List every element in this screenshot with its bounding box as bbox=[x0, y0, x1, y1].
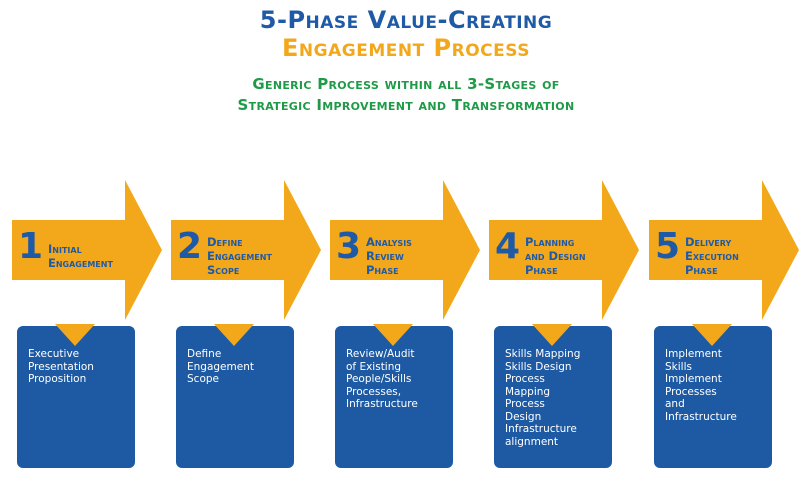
down-pointer-icon bbox=[373, 324, 413, 346]
phase-title: Delivery Execution Phase bbox=[685, 235, 739, 277]
phase-2: 2 Define Engagement Scope Define Engagem… bbox=[171, 180, 331, 480]
phase-description: Review/Audit of Existing People/Skills P… bbox=[346, 348, 418, 410]
phase-arrow-5 bbox=[649, 180, 799, 320]
phase-3: 3 Analysis Review Phase Review/Audit of … bbox=[330, 180, 490, 480]
phase-description: Executive Presentation Proposition bbox=[28, 348, 94, 385]
page-title-line2: Engagement Process bbox=[282, 34, 530, 62]
phase-number: 5 bbox=[655, 226, 681, 267]
phase-description: Implement Skills Implement Processes and… bbox=[665, 348, 737, 423]
phase-number: 2 bbox=[177, 226, 203, 267]
phase-number: 4 bbox=[495, 226, 521, 267]
phase-description: Define Engagement Scope bbox=[187, 348, 254, 385]
phase-number: 1 bbox=[18, 226, 44, 267]
page-subtitle-line2: Strategic Improvement and Transformation bbox=[237, 96, 575, 114]
phase-title: Initial Engagement bbox=[48, 242, 113, 270]
phase-title: Analysis Review Phase bbox=[366, 235, 412, 277]
page-subtitle: Generic Process within all 3-Stages of bbox=[252, 75, 560, 93]
phase-5: 5 Delivery Execution Phase Implement Ski… bbox=[649, 180, 809, 480]
page-title: 5-Phase Value-Creating bbox=[259, 6, 553, 34]
phase-arrow-1 bbox=[12, 180, 162, 320]
down-pointer-icon bbox=[55, 324, 95, 346]
phase-title: Planning and Design Phase bbox=[525, 235, 586, 277]
phase-1: 1 Initial Engagement Executive Presentat… bbox=[12, 180, 172, 480]
down-pointer-icon bbox=[532, 324, 572, 346]
phase-description-box: Skills Mapping Skills Design Process Map… bbox=[494, 324, 612, 468]
phase-description-box: Review/Audit of Existing People/Skills P… bbox=[335, 324, 453, 468]
phase-arrow-2 bbox=[171, 180, 321, 320]
phase-description-box: Define Engagement Scope bbox=[176, 324, 294, 468]
phase-description: Skills Mapping Skills Design Process Map… bbox=[505, 348, 581, 448]
phase-arrow-4 bbox=[489, 180, 639, 320]
phase-arrow-3 bbox=[330, 180, 480, 320]
down-pointer-icon bbox=[692, 324, 732, 346]
phase-title: Define Engagement Scope bbox=[207, 235, 272, 277]
phase-description-box: Implement Skills Implement Processes and… bbox=[654, 324, 772, 468]
phase-number: 3 bbox=[336, 226, 362, 267]
down-pointer-icon bbox=[214, 324, 254, 346]
phase-4: 4 Planning and Design Phase Skills Mappi… bbox=[489, 180, 649, 480]
phase-description-box: Executive Presentation Proposition bbox=[17, 324, 135, 468]
